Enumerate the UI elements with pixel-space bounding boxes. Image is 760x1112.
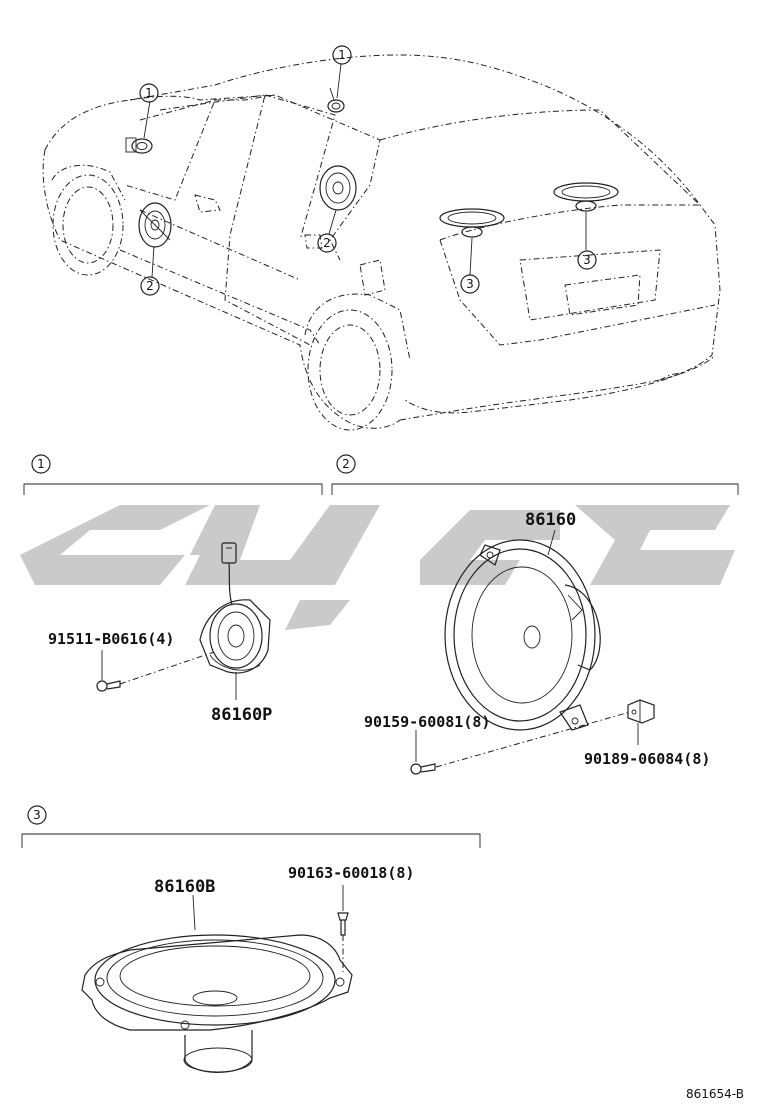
svg-text:1: 1 — [338, 48, 346, 62]
svg-text:2: 2 — [342, 457, 350, 471]
tweeter-illustration — [199, 542, 271, 700]
door-speaker-screw — [410, 711, 631, 775]
car-door-speaker-rear — [319, 165, 357, 211]
car-tweeter-rear — [327, 87, 345, 113]
diagram-id: 861654-B — [686, 1087, 744, 1101]
svg-text:2: 2 — [146, 279, 154, 293]
rear-speaker-screw — [337, 912, 349, 972]
svg-text:2: 2 — [323, 236, 331, 250]
car-rear-speaker-right — [553, 182, 619, 212]
rear-speaker-illustration — [81, 894, 353, 1073]
car-callout-2-front: 2 — [140, 276, 160, 296]
car-tweeter-front — [125, 137, 153, 154]
svg-text:1: 1 — [145, 86, 153, 100]
car-callout-1-rear: 1 — [332, 45, 352, 65]
section-2-header: 2 — [331, 454, 739, 495]
car-outline — [42, 54, 721, 431]
svg-text:3: 3 — [33, 808, 41, 822]
car-callout-3-right: 3 — [577, 250, 597, 270]
car-callout-leaders — [143, 63, 587, 278]
svg-text:1: 1 — [37, 457, 45, 471]
section-1-header: 1 — [23, 454, 323, 495]
door-speaker-label: 86160 — [525, 510, 576, 530]
section-3-header: 3 — [21, 805, 481, 848]
rear-screw-label: 90163-60018(8) — [288, 864, 414, 882]
tweeter-screw-label: 91511-B0616(4) — [48, 630, 174, 648]
watermark-logo — [20, 505, 735, 630]
svg-text:3: 3 — [583, 253, 591, 267]
door-nut-label: 90189-06084(8) — [584, 750, 710, 768]
door-screw-label: 90159-60081(8) — [364, 713, 490, 731]
car-door-speaker-front — [138, 202, 172, 248]
tweeter-label: 86160P — [211, 705, 272, 725]
door-speaker-nut — [627, 699, 655, 724]
car-callout-1-front: 1 — [139, 83, 159, 103]
car-rear-speaker-left — [439, 208, 505, 238]
door-speaker-illustration — [444, 529, 601, 731]
car-callout-2-rear: 2 — [317, 233, 337, 253]
rear-speaker-label: 86160B — [154, 877, 215, 897]
svg-text:3: 3 — [466, 277, 474, 291]
car-callout-3-left: 3 — [460, 274, 480, 294]
tweeter-screw — [96, 651, 215, 692]
